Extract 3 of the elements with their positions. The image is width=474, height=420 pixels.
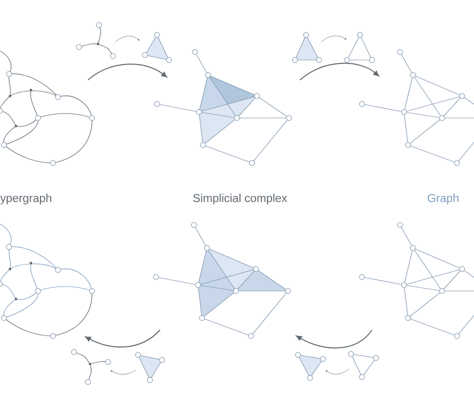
panel-title: Simplicial complex: [193, 194, 288, 204]
panel-title: ypergraph: [0, 194, 52, 204]
panel-title: Graph: [428, 194, 458, 204]
